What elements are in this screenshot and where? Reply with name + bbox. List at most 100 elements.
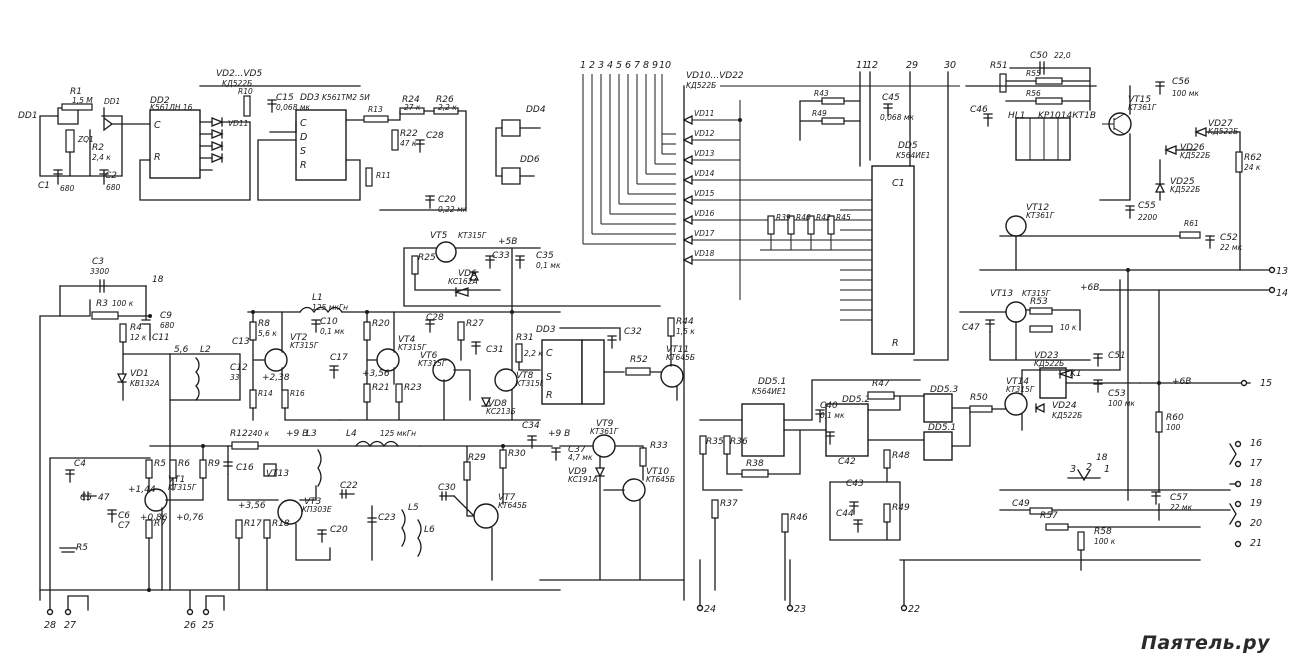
hl-label: 18 <box>152 275 164 285</box>
dd7b-gate <box>923 431 953 461</box>
vt9-wiring <box>539 445 685 581</box>
c3-capacitor <box>59 279 147 293</box>
dd6-gate-icon <box>501 167 521 185</box>
vt5-block: VT5 KT315Г +5В R25 VD6 KС162А C33 C35 0,… <box>403 231 661 313</box>
dd5-block: DD5 K564ИЕ1 C1 R 11 12 29 30 R43 R49 C45… <box>760 60 956 361</box>
r10-label: R10 <box>238 87 253 96</box>
c53-capacitor <box>1093 379 1103 393</box>
pin-29: 29 <box>906 60 918 71</box>
vd6-diode-icon <box>468 270 480 281</box>
dd8-type: K564ИЕ1 <box>752 387 786 396</box>
bus-pin-3: 3 <box>598 60 604 71</box>
pin-19: 19 <box>1250 498 1262 509</box>
right-terminal-switches <box>1229 443 1237 525</box>
c16-capacitor <box>223 461 233 475</box>
vd23-label: VD23 <box>1034 351 1059 361</box>
r44-value: 1,5 к <box>676 327 695 336</box>
l1-label: L1 <box>312 293 323 303</box>
c11-value: 5,6 <box>174 345 189 355</box>
vd24-type: KД522Б <box>1052 411 1082 420</box>
r22-value: 47 к <box>400 139 417 148</box>
l6-label: L6 <box>424 525 435 535</box>
bus-pin-1: 1 <box>580 60 586 71</box>
dd3-pin-r: R <box>300 160 307 171</box>
pin-28: 28 <box>44 620 56 631</box>
r22-label: R22 <box>400 129 418 139</box>
k1-relay <box>1015 117 1071 161</box>
c7-label: C7 <box>118 521 130 531</box>
c37-label: C37 <box>568 445 586 455</box>
c10-value: 0,1 мк <box>320 327 345 336</box>
junction-dot <box>148 314 152 318</box>
r60-label: R60 <box>1166 413 1184 423</box>
k1-type: KР1014КТ1В <box>1038 111 1096 121</box>
r57-resistor <box>1045 523 1069 531</box>
vt7-transistor <box>473 503 499 529</box>
r7-resistor <box>145 519 153 539</box>
pin-23: 23 <box>794 604 806 615</box>
r18-label: R18 <box>272 519 290 529</box>
dd9-label: DD5.2 <box>842 395 870 405</box>
c35-capacitor <box>515 255 525 269</box>
r38-label: R38 <box>746 459 764 469</box>
r60-resistor <box>1155 411 1163 433</box>
c5-label: C5 <box>80 493 92 503</box>
pin-25-terminal <box>202 608 210 616</box>
vt6-wiring <box>443 339 471 421</box>
latch-chip <box>541 339 583 405</box>
c27-value: 4,7 мк <box>568 453 593 462</box>
r23-resistor <box>395 383 403 403</box>
c45-label: C45 <box>882 93 900 103</box>
plus6-label: +6В <box>1172 377 1191 387</box>
l1-inductance: 125 мкГн <box>312 303 348 312</box>
vt2-type: KT315Г <box>290 341 319 350</box>
r61-resistor <box>1179 231 1201 239</box>
c34-capacitor <box>527 435 537 449</box>
vt8-transistor <box>494 368 518 392</box>
vt2-label: VT2 <box>290 333 308 343</box>
l3-label: L3 <box>306 429 317 439</box>
dd3-block: DD3 K561ТМ2 5И C D S R R13 R24 27 к R26 … <box>257 93 468 214</box>
dd8-label: DD5.1 <box>758 377 786 387</box>
vt1-voltage2: +0,76 <box>176 513 204 523</box>
r2-value: 2,4 к <box>92 153 111 162</box>
vd18-label: VD18 <box>694 249 715 258</box>
c20-capacitor <box>425 195 435 209</box>
r49b-resistor <box>883 503 891 523</box>
c51-label: C51 <box>1108 351 1126 361</box>
r18-resistor <box>263 519 271 539</box>
c12-label: C12 <box>230 363 248 373</box>
l4-coil <box>355 440 399 448</box>
r2-label: R2 <box>92 143 104 153</box>
bus-pin-4: 4 <box>607 60 613 71</box>
vt5-transistor <box>435 241 457 263</box>
bus-pin-7: 7 <box>634 60 640 71</box>
r62-label: R62 <box>1244 153 1262 163</box>
r8-value: 5,6 к <box>258 329 277 338</box>
dd2-block: DD2 K561ЛН 16 C R VD11 VD2...VD5 KД522Б … <box>139 69 361 201</box>
pin-16: 16 <box>1250 438 1262 449</box>
vt5-label: VT5 <box>430 231 448 241</box>
vt9-vt10-block: VT9 KT361Г VD9 KС191А R33 VT10 KT645Б <box>539 419 685 581</box>
c20b-label: C20 <box>330 525 348 535</box>
r38-resistor <box>741 469 769 478</box>
vd1-label: VD1 <box>130 369 149 379</box>
c20-value: 0,22 мк <box>438 205 468 214</box>
r16-label: R16 <box>290 389 305 398</box>
pin-24-terminal <box>696 604 704 612</box>
vt11-wiring <box>670 335 678 401</box>
r42-label: R42 <box>816 213 831 222</box>
pin-20-terminal <box>1234 520 1242 528</box>
c45-capacitor <box>883 103 893 117</box>
diode-matrix: 1 2 3 4 5 6 7 8 9 10 VD10...VD22 KД522Б … <box>580 60 960 601</box>
r50-resistor <box>969 405 993 413</box>
vt6-type: KT315Г <box>418 359 447 368</box>
pin-12: 12 <box>866 60 878 71</box>
c2-capacitor <box>99 169 109 185</box>
c49-resistor <box>1029 507 1053 515</box>
bus-pin-6: 6 <box>625 60 631 71</box>
r3-value: 100 к <box>112 299 134 308</box>
dd5-type: K564ИЕ1 <box>896 151 930 160</box>
junction-dot <box>365 310 369 314</box>
dd2-type: K561ЛН 16 <box>150 103 193 112</box>
